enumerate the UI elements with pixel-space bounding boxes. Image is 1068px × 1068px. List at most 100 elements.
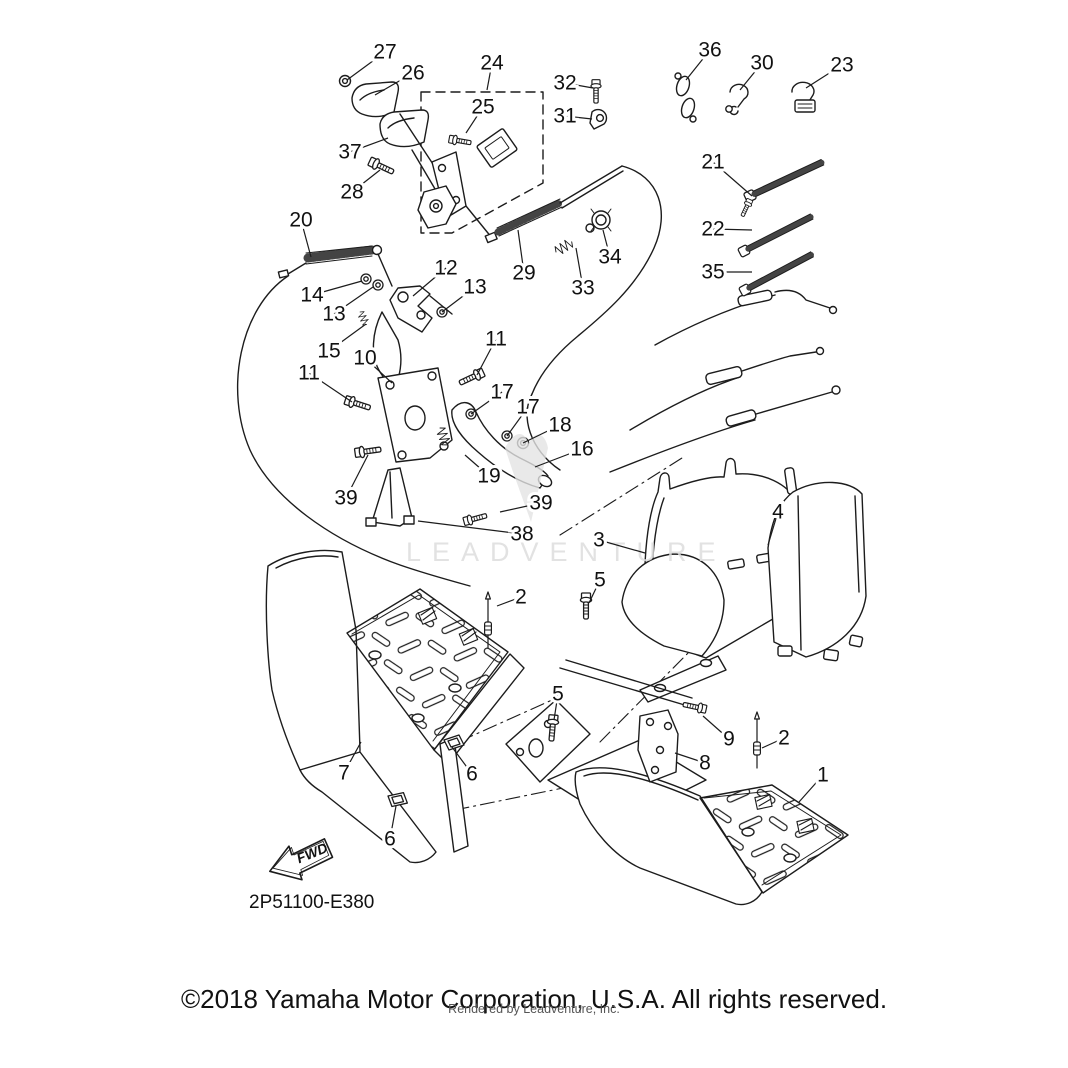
guard-38 bbox=[365, 467, 415, 527]
callout-label-30[interactable]: 30 bbox=[747, 49, 776, 78]
callout-label-7[interactable]: 7 bbox=[335, 759, 353, 788]
callout-label-36[interactable]: 36 bbox=[695, 36, 724, 65]
callout-leader-line bbox=[465, 106, 484, 134]
callout-label-15[interactable]: 15 bbox=[314, 337, 343, 366]
watermark-flame-logo bbox=[505, 433, 548, 522]
callout-leader-line bbox=[534, 448, 583, 468]
callout-label-1[interactable]: 1 bbox=[814, 761, 832, 790]
callout-leader-line bbox=[805, 64, 843, 89]
callout-label-5[interactable]: 5 bbox=[549, 680, 567, 709]
callout-leader-line bbox=[522, 424, 561, 444]
callout-label-6[interactable]: 6 bbox=[463, 760, 481, 789]
callout-label-35[interactable]: 35 bbox=[698, 258, 727, 287]
callout-leader-line bbox=[311, 280, 363, 296]
callout-label-33[interactable]: 33 bbox=[568, 274, 597, 303]
callout-leader-line bbox=[308, 372, 353, 403]
callout-label-25[interactable]: 25 bbox=[468, 93, 497, 122]
callout-label-6[interactable]: 6 bbox=[381, 825, 399, 854]
cable-ends-right bbox=[609, 289, 841, 473]
callout-leader-line bbox=[486, 62, 493, 91]
rendered-by-text: Rendered by Leadventure, Inc. bbox=[448, 1002, 620, 1016]
callout-label-4[interactable]: 4 bbox=[769, 498, 787, 527]
callout-leader-line bbox=[417, 520, 523, 535]
callout-label-3[interactable]: 3 bbox=[590, 526, 608, 555]
callout-leader-line bbox=[767, 511, 779, 546]
callout-label-11[interactable]: 11 bbox=[482, 325, 510, 354]
callout-leader-line bbox=[351, 169, 381, 193]
callout-leader-line bbox=[517, 229, 525, 274]
mud-guard-4 bbox=[767, 467, 867, 662]
callout-label-8[interactable]: 8 bbox=[696, 749, 714, 778]
callout-label-24[interactable]: 24 bbox=[477, 49, 507, 78]
callout-leader-line bbox=[712, 228, 753, 231]
callout-leader-line bbox=[685, 49, 711, 81]
callout-leader-line bbox=[328, 323, 367, 352]
callout-label-9[interactable]: 9 bbox=[720, 725, 738, 754]
callout-label-37[interactable]: 37 bbox=[335, 138, 364, 167]
callout-label-13[interactable]: 13 bbox=[460, 273, 489, 302]
callout-leader-line bbox=[761, 737, 785, 749]
callout-label-20[interactable]: 20 bbox=[286, 206, 315, 235]
callout-leader-line bbox=[496, 596, 522, 607]
callout-label-19[interactable]: 19 bbox=[474, 462, 503, 491]
callout-leader-line bbox=[588, 579, 601, 604]
callout-leader-line bbox=[345, 454, 369, 499]
lever-12-group bbox=[356, 273, 453, 391]
callout-leader-line bbox=[389, 805, 397, 840]
cable-ties bbox=[738, 158, 825, 297]
cable-29-loop bbox=[465, 165, 662, 471]
callout-label-14[interactable]: 14 bbox=[297, 281, 327, 310]
cable-hardware-33-34 bbox=[552, 208, 612, 257]
callout-label-38[interactable]: 38 bbox=[507, 520, 536, 549]
callout-label-17[interactable]: 17 bbox=[513, 393, 542, 422]
callout-leader-line bbox=[464, 454, 490, 477]
callout-leader-line bbox=[564, 115, 593, 120]
part-24-internals bbox=[417, 128, 518, 229]
callout-leader-line bbox=[506, 406, 529, 437]
callout-leader-line bbox=[346, 51, 386, 81]
callout-leader-line bbox=[470, 391, 503, 415]
callout-label-27[interactable]: 27 bbox=[370, 38, 399, 67]
callout-label-16[interactable]: 16 bbox=[567, 435, 596, 464]
callout-leader-line bbox=[798, 774, 824, 803]
callout-label-5[interactable]: 5 bbox=[591, 566, 609, 595]
clamps-top bbox=[589, 72, 816, 130]
callout-leader-line bbox=[451, 746, 473, 775]
callout-label-39[interactable]: 39 bbox=[526, 489, 555, 518]
callout-label-11[interactable]: 11 bbox=[295, 359, 323, 388]
callout-label-28[interactable]: 28 bbox=[337, 178, 366, 207]
callout-label-21[interactable]: 21 bbox=[698, 148, 727, 177]
callout-label-31[interactable]: 31 bbox=[550, 102, 579, 131]
callout-label-32[interactable]: 32 bbox=[550, 69, 579, 98]
callout-leader-line bbox=[441, 286, 476, 313]
callout-leader-line bbox=[349, 137, 389, 153]
callout-label-2[interactable]: 2 bbox=[775, 724, 793, 753]
watermark-layer: LEADVENTURE bbox=[406, 433, 727, 567]
callout-label-13[interactable]: 13 bbox=[319, 300, 348, 329]
callout-leader-line bbox=[674, 752, 706, 764]
callout-label-17[interactable]: 17 bbox=[487, 378, 516, 407]
footrest-left-7 bbox=[265, 549, 525, 864]
part-code-label: 2P51100-E380 bbox=[249, 892, 374, 913]
callout-leader-line bbox=[412, 267, 447, 297]
callout-label-18[interactable]: 18 bbox=[545, 411, 574, 440]
fwd-arrow: FWD bbox=[268, 838, 334, 881]
cable-20 bbox=[236, 244, 471, 587]
callout-label-22[interactable]: 22 bbox=[698, 215, 727, 244]
callout-label-34[interactable]: 34 bbox=[595, 243, 625, 272]
callout-label-12[interactable]: 12 bbox=[431, 254, 460, 283]
callout-label-39[interactable]: 39 bbox=[331, 484, 360, 513]
callout-label-26[interactable]: 26 bbox=[398, 59, 427, 88]
watermark-text: LEADVENTURE bbox=[406, 537, 727, 567]
copyright-text: ©2018 Yamaha Motor Corporation, U.S.A. A… bbox=[180, 984, 888, 1014]
callout-leader-line bbox=[602, 229, 611, 258]
callout-label-10[interactable]: 10 bbox=[350, 344, 379, 373]
callout-leader-line bbox=[333, 286, 374, 315]
callout-leader-line bbox=[364, 357, 393, 384]
callout-label-29[interactable]: 29 bbox=[509, 259, 538, 288]
callout-leader-line bbox=[702, 715, 730, 740]
callout-label-23[interactable]: 23 bbox=[827, 51, 856, 80]
callout-label-2[interactable]: 2 bbox=[512, 583, 530, 612]
lower-hardware bbox=[386, 591, 762, 809]
